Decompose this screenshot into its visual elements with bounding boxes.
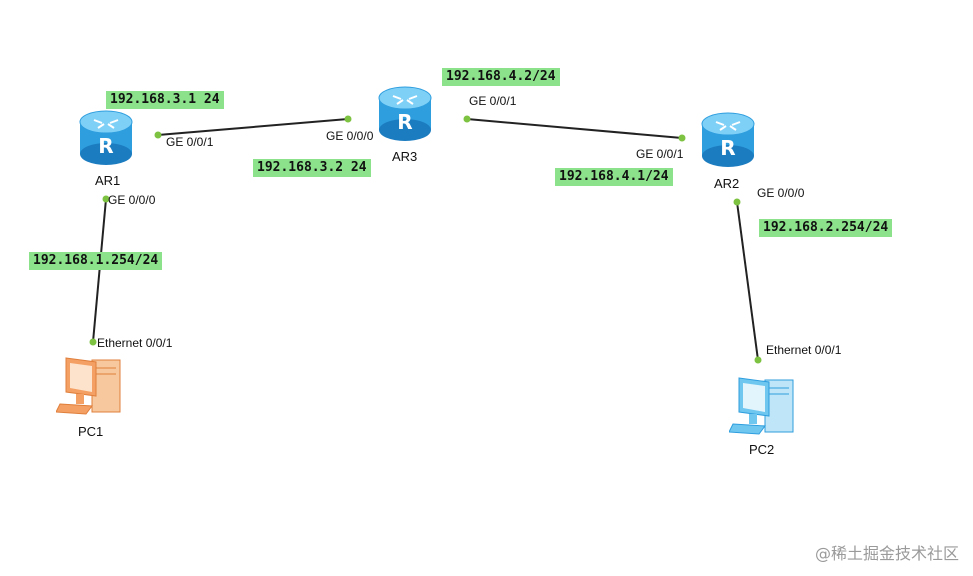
port-dot-pc1-eth[interactable] xyxy=(89,338,97,346)
link-ar1-pc1[interactable] xyxy=(92,198,107,343)
ip-label-ar3-ge000: 192.168.3.2 24 xyxy=(253,159,371,177)
port-label-ar3-ge000: GE 0/0/0 xyxy=(326,129,374,143)
device-label-ar3: AR3 xyxy=(392,149,418,164)
port-dot-pc2-eth[interactable] xyxy=(754,356,762,364)
port-label-pc1-eth: Ethernet 0/0/1 xyxy=(97,336,173,350)
router-icon[interactable]: R xyxy=(377,84,435,144)
svg-text:R: R xyxy=(98,134,113,158)
link-ar3-ar2[interactable] xyxy=(466,118,683,139)
pc-icon[interactable] xyxy=(56,352,124,420)
port-dot-ar3-ge000[interactable] xyxy=(344,115,352,123)
link-ar1-ar3[interactable] xyxy=(157,118,349,136)
ip-label-ar1-ge000: 192.168.1.254/24 xyxy=(29,252,163,270)
port-label-pc2-eth: Ethernet 0/0/1 xyxy=(766,343,842,357)
watermark: @稀土掘金技术社区 xyxy=(814,544,959,563)
device-label-ar1: AR1 xyxy=(95,173,121,188)
port-label-ar1-ge001: GE 0/0/1 xyxy=(166,135,214,149)
port-label-ar1-ge000: GE 0/0/0 xyxy=(108,193,156,207)
router-icon[interactable]: R xyxy=(78,108,136,168)
pc-icon[interactable] xyxy=(729,372,797,440)
port-dot-ar2-ge001[interactable] xyxy=(678,134,686,142)
device-label-pc1: PC1 xyxy=(78,424,104,439)
device-label-pc2: PC2 xyxy=(749,442,775,457)
ip-label-ar2-ge001: 192.168.4.1/24 xyxy=(555,168,673,186)
link-ar2-pc2[interactable] xyxy=(736,201,759,361)
router-icon[interactable]: R xyxy=(700,110,758,170)
port-dot-ar1-ge001[interactable] xyxy=(154,131,162,139)
svg-text:R: R xyxy=(720,136,735,160)
ip-label-ar3-ge001: 192.168.4.2/24 xyxy=(442,68,560,86)
ip-label-ar1-ge001: 192.168.3.1 24 xyxy=(106,91,224,109)
device-label-ar2: AR2 xyxy=(714,176,740,191)
port-label-ar2-ge000: GE 0/0/0 xyxy=(757,186,805,200)
port-dot-ar3-ge001[interactable] xyxy=(463,115,471,123)
ip-label-ar2-ge000: 192.168.2.254/24 xyxy=(759,219,893,237)
port-dot-ar2-ge000[interactable] xyxy=(733,198,741,206)
port-label-ar2-ge001: GE 0/0/1 xyxy=(636,147,684,161)
port-label-ar3-ge001: GE 0/0/1 xyxy=(469,94,517,108)
svg-text:R: R xyxy=(397,110,412,134)
port-dot-ar1-ge000[interactable] xyxy=(102,195,110,203)
